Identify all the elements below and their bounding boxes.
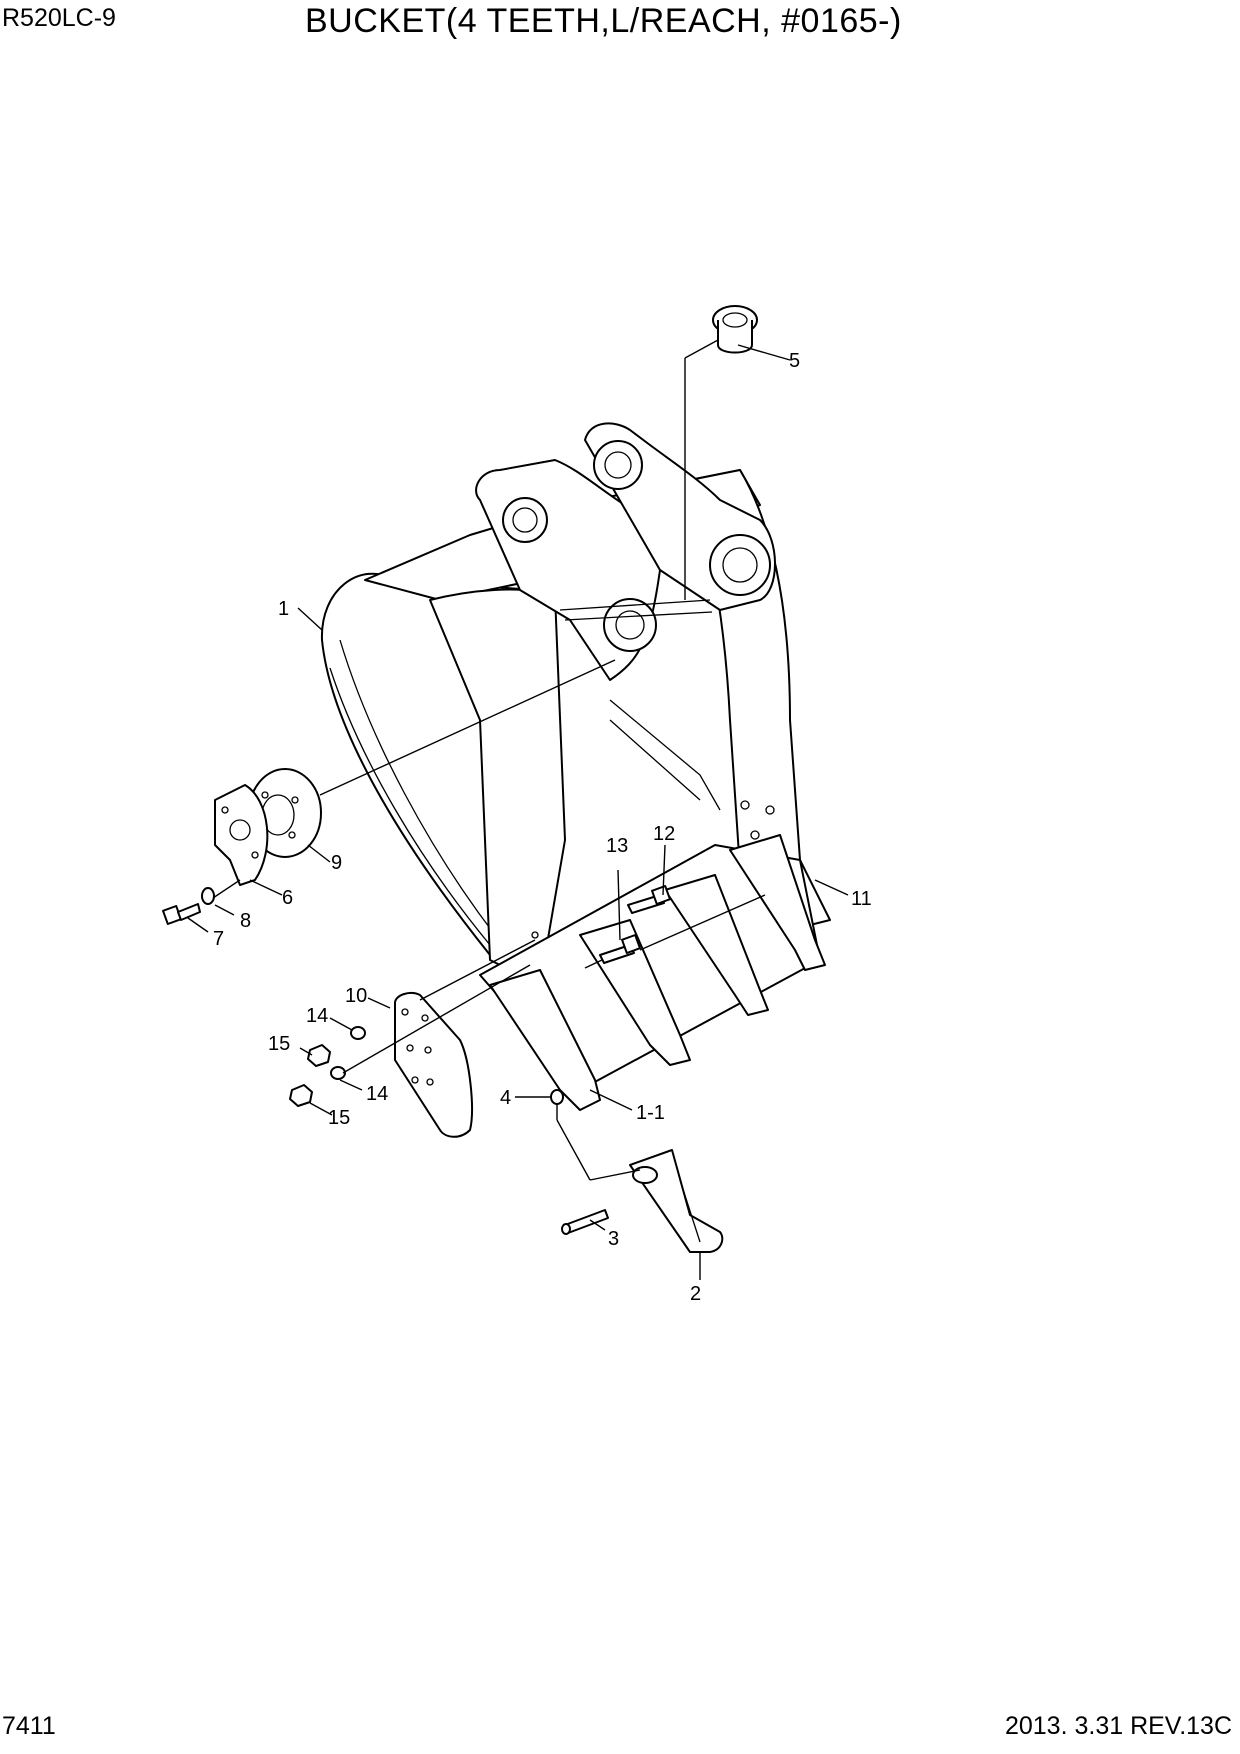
- callout-15-lower: 15: [328, 1107, 350, 1129]
- bolt-part-13: [599, 934, 641, 964]
- callout-labels: 1 1-1 2 3 4 5 6 7 8 9 10 11 12 13 14 14 …: [213, 350, 872, 1305]
- callout-11: 11: [851, 888, 872, 910]
- callout-8: 8: [240, 910, 251, 932]
- revision-date: 2013. 3.31 REV.13C: [1004, 1712, 1232, 1740]
- lock-ring-part-4: [550, 1089, 564, 1105]
- callout-1-1: 1-1: [636, 1102, 665, 1124]
- bolt-part-7: [162, 903, 201, 925]
- plate-part-6: [214, 784, 269, 886]
- callout-1: 1: [278, 598, 289, 620]
- callout-4: 4: [500, 1087, 511, 1109]
- callout-6: 6: [282, 887, 293, 909]
- callout-2: 2: [690, 1283, 701, 1305]
- callout-7: 7: [213, 928, 224, 950]
- callout-12: 12: [653, 823, 675, 845]
- callout-14-upper: 14: [306, 1005, 328, 1027]
- callout-14-lower: 14: [366, 1083, 388, 1105]
- callout-10: 10: [345, 985, 367, 1007]
- page-number: 7411: [2, 1712, 56, 1740]
- nut-part-15-lower: [289, 1084, 313, 1107]
- leader-lines: [187, 339, 849, 1280]
- nut-part-15-upper: [307, 1044, 331, 1067]
- bolt-part-12: [627, 885, 671, 914]
- model-number: R520LC-9: [2, 4, 116, 32]
- page-title: BUCKET(4 TEETH,L/REACH, #0165-): [305, 2, 902, 40]
- callout-9: 9: [331, 852, 342, 874]
- bucket-body: [320, 422, 831, 1111]
- callout-3: 3: [608, 1228, 619, 1250]
- bushing-part-5: [712, 305, 758, 354]
- callout-5: 5: [789, 350, 800, 372]
- washer-part-14-lower: [330, 1066, 346, 1080]
- washer-part-14-upper: [350, 1026, 366, 1040]
- callout-15-upper: 15: [268, 1033, 290, 1055]
- callout-13: 13: [606, 835, 628, 857]
- side-cutter-part-10: [394, 992, 473, 1138]
- tooth-part-2: [629, 1149, 724, 1253]
- pin-part-3: [561, 1209, 609, 1235]
- washer-part-8: [201, 887, 215, 905]
